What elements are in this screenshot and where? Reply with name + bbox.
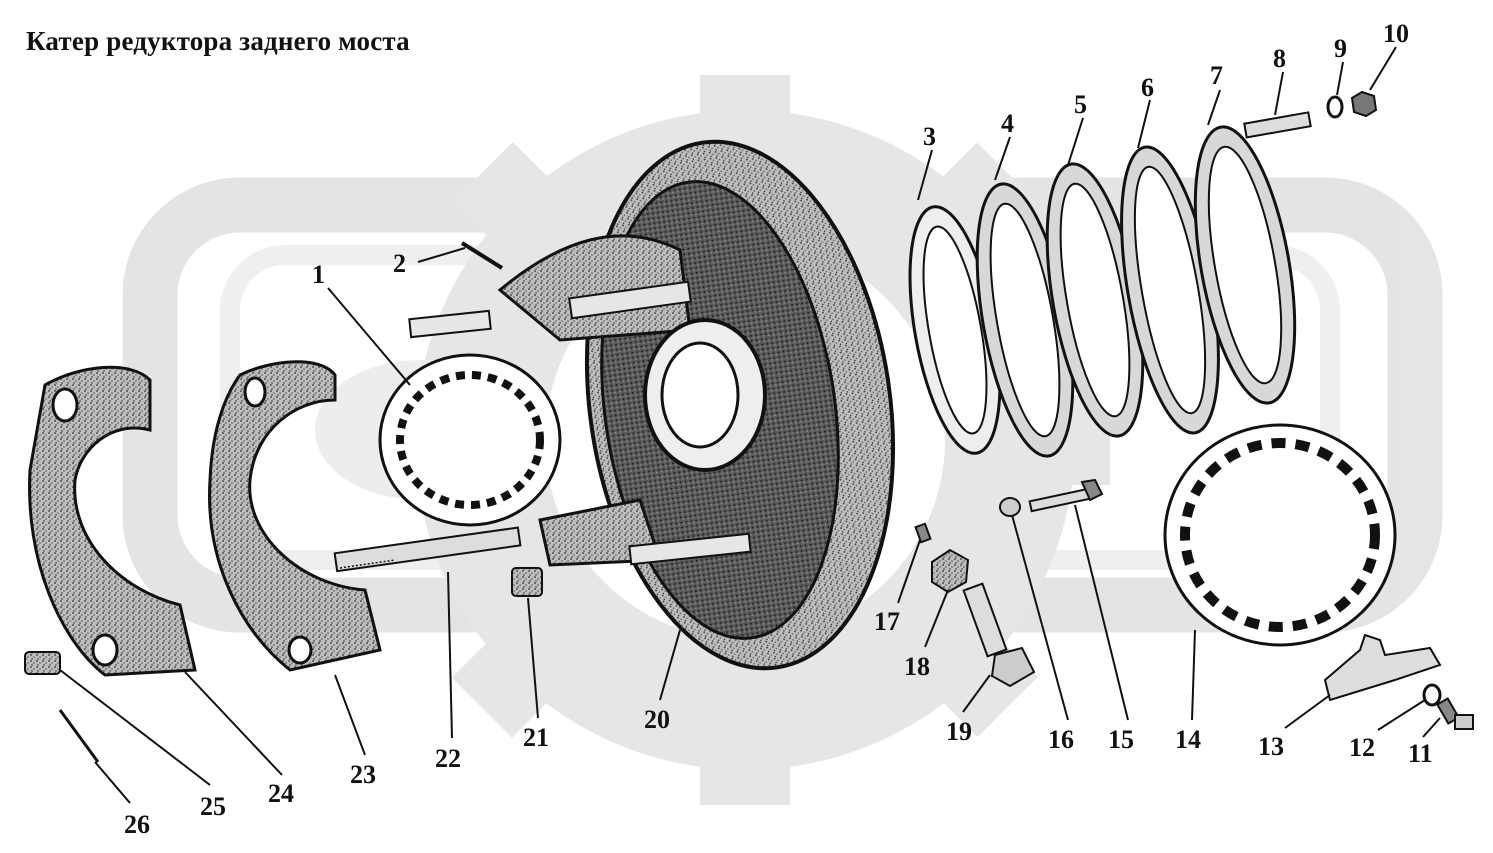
cotter-pin-26 xyxy=(58,709,100,763)
callout-9: 9 xyxy=(1334,34,1347,63)
nut-18 xyxy=(931,548,970,594)
callout-6: 6 xyxy=(1141,73,1154,102)
nut-21 xyxy=(511,567,543,597)
callout-5: 5 xyxy=(1074,90,1087,119)
stud-22 xyxy=(333,526,522,573)
callout-4: 4 xyxy=(1001,109,1014,138)
cotter-pin-2 xyxy=(460,241,504,270)
callout-8: 8 xyxy=(1273,44,1286,73)
callout-1: 1 xyxy=(312,260,325,289)
gasket-7 xyxy=(1193,125,1297,405)
callout-labels: 1 2 3 4 5 6 7 8 9 10 11 12 13 14 15 16 1… xyxy=(124,19,1433,839)
washer-12 xyxy=(1422,683,1442,707)
callout-23: 23 xyxy=(350,760,376,789)
washer-9 xyxy=(1326,95,1344,119)
bolt-11 xyxy=(1435,697,1474,730)
callout-12: 12 xyxy=(1349,733,1375,762)
bearing-cap-23 xyxy=(208,360,382,672)
callout-11: 11 xyxy=(1408,739,1433,768)
callout-15: 15 xyxy=(1108,725,1134,754)
callout-26: 26 xyxy=(124,810,150,839)
diagram-title: Катер редуктора заднего моста xyxy=(26,26,410,56)
splined-ring-1 xyxy=(378,353,562,527)
nut-16 xyxy=(999,497,1021,517)
callout-19: 19 xyxy=(946,717,972,746)
callout-17: 17 xyxy=(874,607,900,636)
pin-17 xyxy=(914,522,932,544)
callout-13: 13 xyxy=(1258,732,1284,761)
callout-2: 2 xyxy=(393,249,406,278)
nut-10 xyxy=(1350,90,1378,118)
clip-25 xyxy=(24,651,61,675)
bracket-13 xyxy=(1323,633,1442,702)
stud-8 xyxy=(1243,111,1312,139)
callout-16: 16 xyxy=(1048,725,1074,754)
callout-7: 7 xyxy=(1210,61,1223,90)
callout-21: 21 xyxy=(523,723,549,752)
callout-14: 14 xyxy=(1175,725,1201,754)
callout-24: 24 xyxy=(268,779,294,808)
callout-25: 25 xyxy=(200,792,226,821)
leader-lines xyxy=(59,46,1441,804)
splined-ring-14 xyxy=(1163,423,1397,647)
bearing-cap-24 xyxy=(28,365,197,677)
callout-10: 10 xyxy=(1383,19,1409,48)
bolt-15 xyxy=(1028,478,1104,513)
callout-3: 3 xyxy=(923,122,936,151)
bolt-19 xyxy=(962,582,1036,688)
housing-20 xyxy=(408,139,896,671)
callout-18: 18 xyxy=(904,652,930,681)
callout-22: 22 xyxy=(435,744,461,773)
callout-20: 20 xyxy=(644,705,670,734)
